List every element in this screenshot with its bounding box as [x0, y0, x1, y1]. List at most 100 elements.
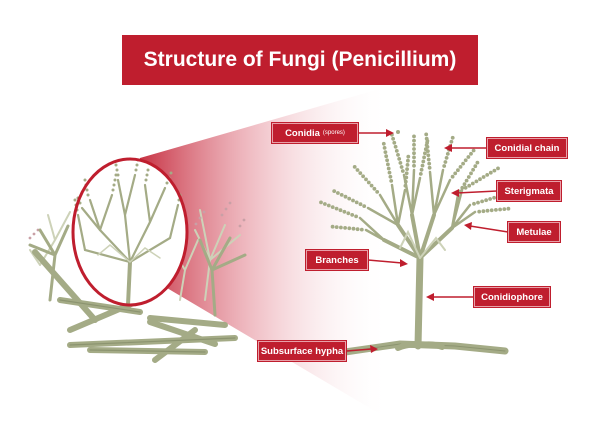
spore	[391, 136, 395, 141]
spore	[355, 168, 360, 172]
spore	[342, 209, 347, 214]
spore	[386, 162, 390, 167]
spore	[456, 168, 460, 173]
label-conidia-text: Conidia	[285, 127, 320, 139]
spore	[466, 155, 471, 159]
spore	[466, 175, 471, 179]
spore	[481, 175, 486, 179]
spore	[405, 167, 409, 172]
spore	[354, 200, 359, 205]
spore	[488, 170, 493, 175]
spore	[334, 225, 339, 230]
spore	[461, 161, 465, 166]
free-spore	[396, 130, 400, 134]
spore	[492, 195, 496, 200]
spore	[359, 227, 364, 232]
spore	[423, 151, 427, 156]
spore	[485, 208, 490, 213]
spore	[473, 164, 478, 169]
spore	[383, 150, 388, 155]
spore	[399, 165, 404, 169]
spore	[403, 179, 408, 184]
spore	[400, 169, 405, 173]
spore	[326, 203, 331, 208]
spore	[355, 227, 360, 232]
spore	[418, 172, 423, 176]
spore	[425, 145, 430, 149]
spore	[343, 194, 348, 199]
spore	[343, 226, 347, 230]
spore	[393, 144, 398, 149]
spore	[474, 179, 479, 184]
spore	[346, 211, 351, 216]
spore	[419, 167, 424, 172]
spore	[358, 171, 363, 176]
spore	[443, 160, 448, 164]
label-subsurface-hypha: Subsurface hypha	[258, 341, 346, 361]
spore	[358, 202, 363, 207]
spore	[352, 165, 357, 169]
spore	[460, 185, 465, 190]
spore	[463, 185, 468, 190]
spore	[494, 208, 498, 212]
spore	[330, 224, 335, 229]
spore	[424, 132, 429, 137]
spore	[394, 149, 399, 153]
spore	[469, 171, 473, 176]
spore	[387, 170, 392, 175]
spore	[375, 190, 380, 194]
label-conidial-chain: Conidial chain	[487, 138, 567, 158]
spore	[464, 178, 469, 183]
spore	[426, 149, 430, 154]
spore	[350, 213, 355, 217]
spore	[347, 196, 352, 201]
label-conidia: Conidia (spores)	[272, 123, 358, 143]
spore	[412, 147, 416, 151]
conidial-chains	[319, 130, 511, 232]
spore	[480, 199, 484, 204]
label-branches: Branches	[306, 250, 368, 270]
spore	[506, 206, 511, 211]
spore	[485, 173, 490, 177]
spore	[449, 139, 454, 144]
spore	[332, 189, 337, 194]
spore	[471, 167, 475, 172]
spore	[334, 206, 339, 211]
spore	[412, 163, 416, 168]
spore	[354, 214, 358, 219]
spore	[467, 183, 472, 188]
spore	[421, 159, 426, 164]
spore	[412, 134, 416, 139]
spore	[351, 198, 355, 203]
spore	[406, 158, 410, 163]
spore	[339, 193, 344, 197]
spore	[425, 140, 429, 145]
spore	[412, 151, 416, 156]
spore	[319, 200, 323, 205]
spore	[498, 207, 502, 212]
spore	[469, 151, 473, 156]
spore	[444, 156, 449, 160]
spore	[397, 157, 402, 161]
spore	[339, 225, 343, 230]
pointer-arrows	[345, 129, 509, 353]
spore	[372, 186, 377, 191]
spore	[398, 161, 403, 165]
spore	[385, 158, 389, 163]
spore	[412, 159, 416, 164]
spore	[351, 226, 356, 231]
spore	[382, 146, 387, 150]
spore	[403, 183, 408, 188]
spore	[488, 197, 492, 201]
spore	[361, 174, 365, 179]
spore	[471, 148, 476, 153]
spore	[472, 201, 476, 206]
spore	[338, 208, 343, 213]
spore	[386, 166, 391, 171]
spore	[366, 180, 371, 185]
magnification-beam	[140, 86, 390, 420]
spore	[384, 154, 389, 159]
spore	[427, 161, 432, 166]
spore	[323, 202, 327, 206]
spore	[412, 138, 416, 143]
